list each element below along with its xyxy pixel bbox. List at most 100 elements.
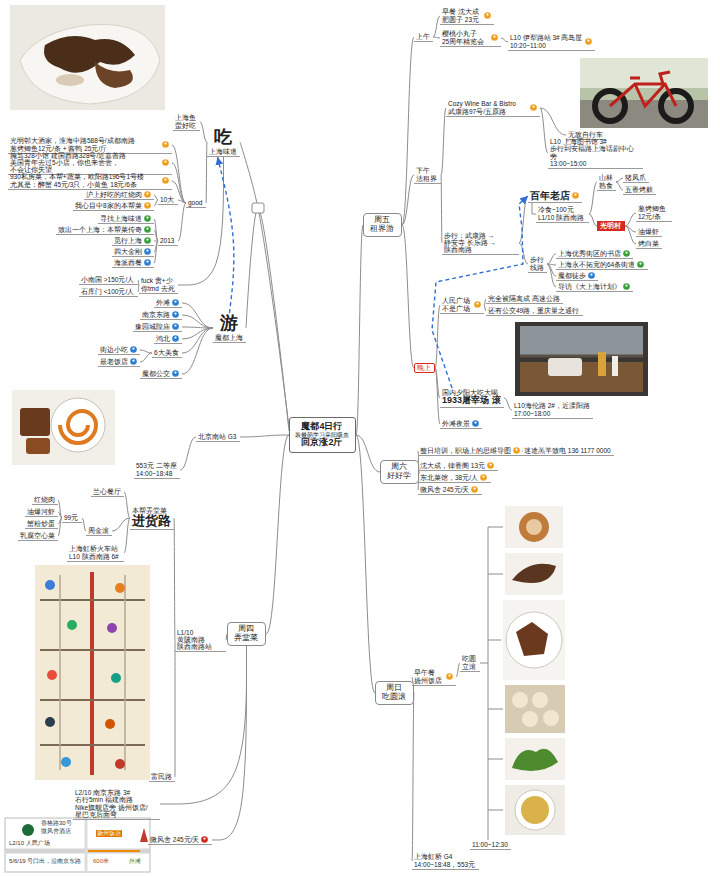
topic-text-group: 6大美食 <box>154 349 179 356</box>
topic-text-group: 百年老店 <box>530 190 570 201</box>
topic: 我心目中8家的本帮菜 <box>73 201 154 211</box>
topic: 乳腐空心菜 <box>18 531 58 541</box>
marker-icon <box>144 191 151 198</box>
topic-text: 北京南站 G3 <box>198 433 236 440</box>
topic-text-group: 步行：武康路 → 静安寺 长乐路 → 陕西南路 <box>444 232 516 253</box>
topic-text-group: 国内夕阳大吃大喝1933屠宰场 滚 <box>442 389 501 406</box>
photo-ground <box>10 5 165 110</box>
topic-text: 17:00~18:00 <box>514 410 590 417</box>
topic: L1/10 黄陂南路 陕西南路站 <box>175 628 226 652</box>
topic-text-group: 腌笃328小馆 建国西路328号/近嘉善路 美国青年去过5小店，你也来尝尝，不会… <box>10 152 160 173</box>
relationship-arrow <box>218 157 234 313</box>
marker-icon-dot <box>146 203 148 205</box>
topic-text: 魔都4日行 <box>295 422 349 432</box>
street-map <box>35 565 150 780</box>
branch-line <box>175 640 176 777</box>
food-photo <box>12 390 115 465</box>
topic-text-group: 上午 <box>416 33 430 40</box>
branch-line <box>178 200 186 203</box>
topic-text-group: 冷食~100元 L1/10 陕西南路 <box>538 206 586 220</box>
marker-icon-disc <box>484 12 491 19</box>
marker-icon-dot <box>476 303 478 305</box>
topic-text-group: 油爆虾 <box>638 228 659 235</box>
map-label: 微风舍酒店 <box>40 828 72 835</box>
map-label: L2/10 人民广场 <box>8 840 51 847</box>
branch-line <box>402 37 414 225</box>
topic-text: 油爆河虾 <box>27 508 55 515</box>
topic-text: 魔都徒步 <box>558 272 586 279</box>
topic-text: 上海优秀街区的书店 <box>558 250 621 257</box>
branch-line <box>240 435 289 437</box>
topic-text-group: 沈大成，律香阁 13元 <box>420 462 485 469</box>
cream <box>56 74 84 86</box>
topic-text: 东北菜馆，38元/人 <box>420 474 478 481</box>
topic-text-group: 游魔都上海 <box>215 314 243 341</box>
topic: 还有公交49路，重庆量之通行 <box>486 306 583 316</box>
topic-text: 早餐 沈大成 肥圆子 23元 <box>442 8 482 22</box>
marker-icon <box>530 104 537 111</box>
topic-text-group: 10大 <box>160 196 174 203</box>
topic: 葱烤鲫鱼 12元/条 <box>636 204 672 221</box>
topic-text-group: 猪凤爪 <box>625 174 646 181</box>
topic-text-group: 11:00~12:30 <box>472 841 508 848</box>
topic-text: 周五 租界游 <box>367 216 397 234</box>
marker-icon-dot <box>590 273 592 275</box>
topic-text: 我心目中8家的本帮菜 <box>75 202 142 209</box>
topic: fuck 贵+少 你tmd 去死 <box>139 276 178 293</box>
branch-line <box>547 264 556 287</box>
topic-text: 蟹粉炒蛋 <box>27 520 55 527</box>
branch-line <box>589 214 597 226</box>
marker-icon-disc <box>572 192 579 199</box>
branch-line <box>547 254 556 264</box>
marker-icon-dot <box>482 475 484 477</box>
topic-text-group: 吃上海味道 <box>209 128 237 155</box>
marker-icon-disc <box>472 420 479 427</box>
topic-text-group: 微风舍 245元/天 <box>420 486 469 493</box>
photo-food <box>512 564 556 583</box>
topic-text: 微风舍 245元/天 <box>420 486 469 493</box>
marker-icon-disc <box>130 346 137 353</box>
topic: 红烧肉 <box>32 495 58 505</box>
main-topic-box: 周六 好好学 <box>380 460 419 484</box>
topic: 致出一个上海：本帮菜传奇 <box>56 225 154 235</box>
topic-text: 沪上好吃的红烧肉 <box>86 191 142 198</box>
topic-text: L10 伊犁路站 3# 高岛屋 <box>510 34 583 41</box>
topic-text-group: 外滩夜景 <box>442 420 470 427</box>
photo-dumpling <box>532 692 548 708</box>
connector-group <box>58 16 636 861</box>
plate <box>51 398 105 452</box>
photo-ground <box>580 58 708 128</box>
marker-icon-dot <box>146 216 148 218</box>
photo-food <box>512 749 558 771</box>
marker-icon <box>472 420 479 427</box>
branch-line <box>504 398 512 410</box>
topic-text-group: 99元 <box>64 514 78 521</box>
marker-icon <box>172 335 179 342</box>
route-map <box>5 818 150 872</box>
map-ground <box>35 565 150 780</box>
branch-line <box>200 122 207 142</box>
map-spot <box>115 583 125 593</box>
marker-icon <box>144 215 151 222</box>
topic-text-group: 整日培训，职场上的思维导图 <box>420 447 511 454</box>
branch-line <box>182 328 213 353</box>
topic-text-group: L10 上海图书馆 3# 步行到安福路上海话剧中心旁13:00~15:00 <box>550 138 640 167</box>
topic-text: 整日培训，职场上的思维导图 <box>420 447 511 454</box>
marker-icon-dot <box>204 837 206 839</box>
topic: 2013 <box>158 236 178 246</box>
branch-line <box>182 328 213 374</box>
topic-text: 石库门 <100元/人 <box>81 288 134 295</box>
marker-icon <box>491 34 498 41</box>
topic-text: 人民广场 不是广场 <box>442 297 472 311</box>
topic-text: 致出一个上海：本帮菜传奇 <box>58 226 142 233</box>
marker-icon <box>144 259 151 266</box>
topic: 最老饭店 <box>98 357 140 367</box>
main-topic-box: 周四 弄堂菜 <box>227 622 266 646</box>
topic-text-group: 光明邨大酒家，淮海中路588号/成都南路 葱烤鲫鱼12元/条 + 酱鸭 25元/… <box>10 137 160 151</box>
topic: 蟹粉炒蛋 <box>25 519 58 529</box>
topic-text-group: 周六 好好学 <box>384 463 414 481</box>
marker-icon <box>172 323 179 330</box>
topic-text: 上海虹桥火车站 L10 陕西南路 6# <box>69 545 121 559</box>
chocolate <box>44 36 135 73</box>
marker-icon-disc <box>202 836 209 843</box>
